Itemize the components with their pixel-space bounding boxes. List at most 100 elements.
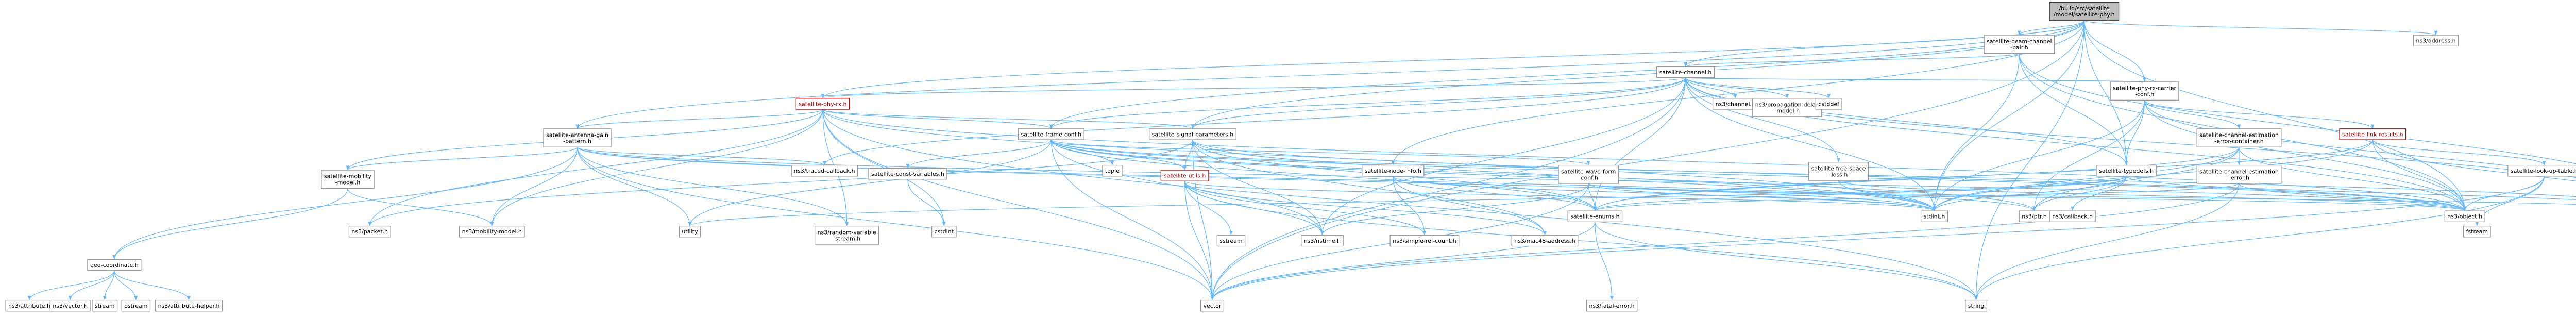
- node-channel[interactable]: satellite-channel.h: [1656, 66, 1715, 78]
- node-ns-channel[interactable]: ns3/channel.h: [1712, 98, 1758, 110]
- node-ns-packet[interactable]: ns3/packet.h: [348, 225, 391, 238]
- node-constvars[interactable]: satellite-const-variables.h: [868, 168, 947, 180]
- edge-constvars-to-cstdint: [907, 179, 946, 226]
- edge-channel-to-sigparam: [1191, 77, 1686, 129]
- node-label: satellite-const-variables.h: [871, 171, 944, 177]
- node-ns-mobility[interactable]: ns3/mobility-model.h: [459, 225, 525, 238]
- node-linkres[interactable]: satellite-link-results.h: [2339, 128, 2406, 140]
- node-box: [49, 299, 91, 312]
- node-cstddef[interactable]: cstddef: [1815, 98, 1842, 110]
- node-cest[interactable]: satellite-channel-estimation-error.h: [2196, 164, 2282, 184]
- node-ns-vector[interactable]: ns3/vector.h: [49, 299, 91, 312]
- edge-carrier-to-ns-object: [2144, 100, 2467, 211]
- node-label: ns3/channel.h: [1716, 101, 1755, 107]
- node-label: satellite-mobility: [324, 173, 372, 180]
- node-label: ns3/fatal-error.h: [1589, 303, 1634, 309]
- node-label: -pair.h: [2010, 44, 2028, 51]
- node-fstream[interactable]: fstream: [2463, 225, 2491, 238]
- node-phyrx[interactable]: satellite-phy-rx.h: [795, 98, 850, 110]
- edge-utils-to-stdint: [1184, 180, 1936, 211]
- node-string[interactable]: string: [1965, 299, 1988, 312]
- edge-beam-to-stdint: [1933, 53, 2020, 211]
- edge-antenna-to-ns-object: [577, 146, 2467, 211]
- edge-root-to-ns-address: [2083, 20, 2437, 36]
- node-antenna[interactable]: satellite-antenna-gain-pattern.h: [543, 128, 612, 147]
- node-stream[interactable]: stream: [92, 299, 118, 312]
- node-carrier[interactable]: satellite-phy-rx-carrier-conf.h: [2110, 81, 2179, 101]
- edge-lookup-to-vector: [1210, 176, 2545, 300]
- node-root[interactable]: /build/src/satellite/model/satellite-phy…: [2049, 2, 2120, 21]
- node-framecfg[interactable]: satellite-frame-conf.h: [1018, 128, 1084, 140]
- node-vector[interactable]: vector: [1200, 299, 1225, 312]
- node-box: [2339, 128, 2406, 140]
- node-sstream[interactable]: sstream: [1216, 235, 1246, 247]
- node-ns-callback[interactable]: ns3/callback.h: [2049, 210, 2096, 222]
- edge-channel-to-ns-nstime: [1320, 77, 1686, 236]
- node-box: [1558, 164, 1619, 184]
- node-box: [868, 168, 947, 180]
- node-utility[interactable]: utility: [679, 225, 701, 238]
- node-sigparam[interactable]: satellite-signal-parameters.h: [1149, 128, 1236, 140]
- edge-nodeinfo-to-ns-mac48: [1393, 176, 1547, 236]
- node-box: [2507, 164, 2576, 177]
- node-beam[interactable]: satellite-beam-channel-pair.h: [1984, 35, 2055, 54]
- edge-antenna-to-ns-traced: [577, 146, 826, 166]
- node-ns-mac48[interactable]: ns3/mac48-address.h: [1511, 235, 1579, 247]
- edge-phyrx-to-ns-object: [822, 109, 2467, 211]
- edge-cest-to-vector: [1210, 183, 2240, 300]
- node-freespace[interactable]: satellite-free-space-loss.h: [1808, 162, 1869, 181]
- node-ns-attribute[interactable]: ns3/attribute.h: [5, 299, 54, 312]
- node-ostream[interactable]: ostream: [121, 299, 151, 312]
- node-ns-simpleref[interactable]: ns3/simple-ref-count.h: [1389, 235, 1460, 247]
- node-box: [1586, 299, 1638, 312]
- node-ns-propdelay[interactable]: ns3/propagation-delay-model.h: [1752, 98, 1822, 117]
- node-ns-nstime[interactable]: ns3/nstime.h: [1301, 235, 1344, 247]
- node-lookup[interactable]: satellite-look-up-table.h: [2507, 164, 2576, 177]
- node-ns-ptr[interactable]: ns3/ptr.h: [2019, 210, 2050, 222]
- edge-mobmodel-to-ns-mobility: [347, 188, 494, 226]
- node-ns-address[interactable]: ns3/address.h: [2413, 35, 2459, 46]
- node-label: satellite-utils.h: [1164, 173, 1206, 179]
- node-box: [1808, 162, 1869, 181]
- edge-root-to-carrier: [2083, 20, 2146, 82]
- node-mobmodel[interactable]: satellite-mobility-model.h: [321, 170, 375, 189]
- edge-utils-to-ns-mac48: [1184, 181, 1547, 236]
- edge-cestcont-to-stdint: [1933, 147, 2240, 211]
- node-ns-fatal[interactable]: ns3/fatal-error.h: [1586, 299, 1638, 312]
- node-ns-traced[interactable]: ns3/traced-callback.h: [791, 164, 858, 177]
- node-box: [1752, 98, 1822, 117]
- node-box: [1362, 164, 1425, 177]
- node-enums[interactable]: satellite-enums.h: [1567, 210, 1623, 222]
- node-box: [1216, 235, 1246, 247]
- node-box: [2049, 210, 2096, 222]
- node-box: [1389, 235, 1460, 247]
- node-cestcont[interactable]: satellite-channel-estimation-error-conta…: [2196, 128, 2282, 147]
- node-label: sstream: [1219, 238, 1242, 244]
- node-label: ns3/ptr.h: [2022, 213, 2047, 220]
- node-label: -pattern.h: [563, 138, 591, 145]
- edge-lookup-to-fstream: [2475, 176, 2545, 226]
- edge-antenna-to-utility: [577, 147, 692, 226]
- node-typedefs[interactable]: satellite-typedefs.h: [2096, 164, 2157, 177]
- node-nodeinfo[interactable]: satellite-node-info.h: [1362, 164, 1425, 177]
- node-cstdint[interactable]: cstdint: [931, 225, 957, 238]
- edge-framecfg-to-vector: [1050, 140, 1214, 300]
- node-label: satellite-signal-parameters.h: [1152, 131, 1234, 138]
- node-ns-attrhelper[interactable]: ns3/attribute-helper.h: [155, 299, 223, 312]
- node-ns-object[interactable]: ns3/object.h: [2444, 210, 2485, 222]
- node-stdint[interactable]: stdint.h: [1920, 210, 1948, 222]
- node-tuple[interactable]: tuple: [1102, 164, 1123, 177]
- node-label: ns3/simple-ref-count.h: [1393, 238, 1456, 244]
- node-wavecfg[interactable]: satellite-wave-form-conf.h: [1558, 164, 1619, 184]
- edge-framecfg-to-constvars: [906, 139, 1052, 169]
- node-box: [791, 164, 858, 177]
- edge-wavecfg-to-stdint: [1588, 183, 1936, 211]
- edge-geo-to-stream: [103, 270, 115, 300]
- node-label: vector: [1204, 303, 1222, 309]
- node-utils[interactable]: satellite-utils.h: [1160, 170, 1209, 181]
- node-label: -conf.h: [1579, 174, 1598, 181]
- node-ns-random[interactable]: ns3/random-variable-stream.h: [814, 225, 879, 245]
- edge-wavecfg-to-ns-nstime: [1320, 183, 1589, 236]
- node-geo[interactable]: geo-coordinate.h: [87, 259, 142, 271]
- edge-utils-to-string: [1184, 181, 1978, 300]
